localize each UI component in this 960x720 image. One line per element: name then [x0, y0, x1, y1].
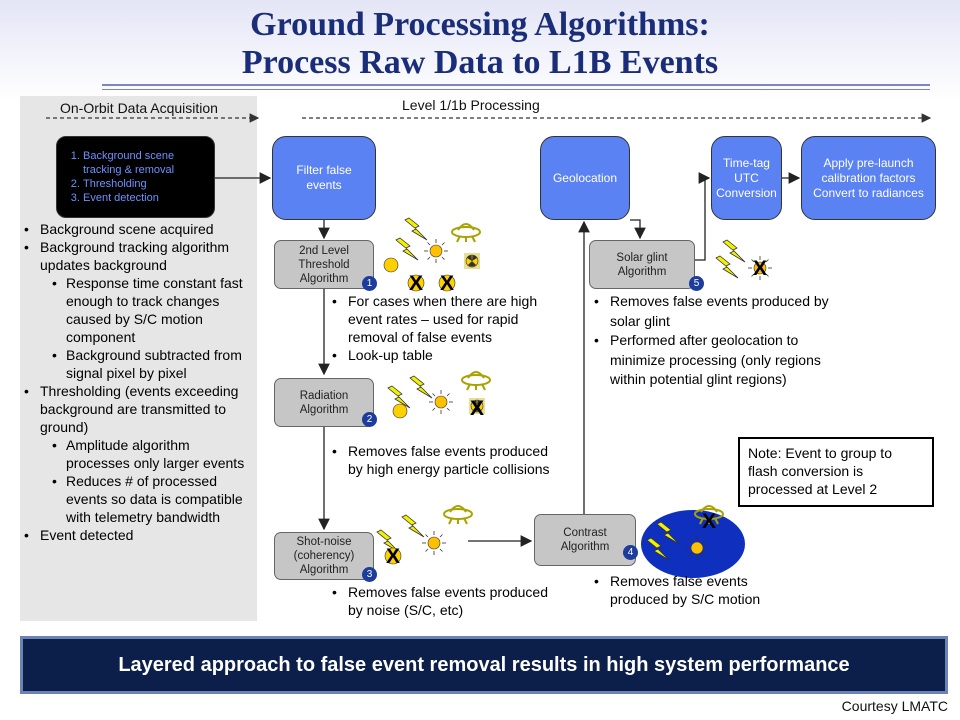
lightning-icon [401, 514, 425, 538]
shot-noise-notes: Removes false events produced by noise (… [330, 583, 560, 619]
solar-glint-notes: Removes false events produced by solar g… [592, 292, 837, 390]
step-badge-4: 4 [623, 545, 638, 560]
credit-text: Courtesy LMATC [841, 698, 948, 714]
note-subitem: Reduces # of processed events so data is… [40, 472, 254, 526]
title-rule-bottom [102, 89, 930, 90]
arrow-glint-to-timetag [695, 172, 711, 261]
reject-x-icon: X [409, 272, 423, 295]
contrast-icon-cluster [641, 505, 745, 578]
summary-banner: Layered approach to false event removal … [20, 636, 948, 694]
particle-icon [438, 274, 456, 292]
satellite-icon [443, 505, 473, 525]
note-item: Background scene acquired [22, 220, 254, 238]
threshold-algorithm-box: 2nd Level Threshold Algorithm [274, 240, 374, 289]
particle-icon [384, 547, 402, 565]
reject-x-icon: X [386, 545, 400, 568]
particle-icon [383, 257, 399, 273]
note-item: Background tracking algorithm updates ba… [22, 238, 254, 382]
on-orbit-steps-list: Background scene tracking & removal Thre… [61, 149, 210, 205]
reject-x-icon: X [470, 397, 484, 420]
note-subitem: Amplitude algorithm processes only large… [40, 436, 254, 472]
satellite-icon [461, 371, 491, 391]
sun-icon [684, 535, 710, 561]
satellite-icon [451, 223, 481, 243]
radiation-algorithm-box: Radiation Algorithm [274, 378, 374, 427]
step-badge-5: 5 [689, 276, 704, 291]
calibration-box: Apply pre-launch calibration factors Con… [801, 136, 936, 220]
particle-icon [407, 274, 425, 292]
note-item: Event detected [22, 526, 254, 544]
note-item: Performed after geolocation to minimize … [592, 331, 837, 390]
filter-false-events-box: Filter false events [272, 136, 376, 220]
page-title-line1: Ground Processing Algorithms: [250, 6, 710, 43]
on-orbit-steps-box: Background scene tracking & removal Thre… [56, 136, 215, 218]
note-text: Thresholding (events exceeding backgroun… [40, 383, 239, 435]
contrast-notes: Removes false events produced by S/C mot… [592, 572, 802, 608]
step-badge-1: 1 [362, 276, 377, 291]
step-badge-2: 2 [362, 412, 377, 427]
on-orbit-notes: Background scene acquired Background tra… [22, 220, 254, 544]
note-item: Removes false events produced by solar g… [592, 292, 837, 331]
shot-noise-algorithm-box: Shot-noise (coherency) Algorithm [274, 532, 374, 580]
sun-icon [423, 238, 449, 264]
lightning-icon [404, 217, 428, 241]
on-orbit-step: Background scene tracking & removal [83, 149, 210, 177]
note-item: Thresholding (events exceeding backgroun… [22, 382, 254, 526]
lightning-icon [409, 375, 433, 399]
reject-x-icon: X [702, 510, 716, 533]
lightning-icon [722, 239, 746, 263]
section-label-level1: Level 1/1b Processing [402, 97, 540, 113]
note-item: Removes false events produced by high en… [330, 442, 555, 478]
lightning-icon [715, 255, 739, 279]
threshold-notes: For cases when there are high event rate… [330, 292, 565, 364]
section-dashed-arrows [46, 113, 932, 123]
time-tag-box: Time-tag UTC Conversion [711, 136, 782, 220]
radiation-notes: Removes false events produced by high en… [330, 442, 555, 478]
level2-note-box: Note: Event to group to flash conversion… [738, 437, 934, 507]
page-title-line2: Process Raw Data to L1B Events [241, 44, 719, 81]
on-orbit-step: Thresholding [83, 177, 210, 191]
geolocation-box: Geolocation [540, 136, 630, 220]
note-item: Removes false events produced by noise (… [330, 583, 560, 619]
solar-glint-algorithm-box: Solar glint Algorithm [589, 240, 695, 289]
step-badge-3: 3 [362, 567, 377, 582]
radiation-icon [463, 252, 481, 270]
on-orbit-step: Event detection [83, 191, 210, 205]
lightning-icon [395, 237, 419, 261]
threshold-icon-cluster [383, 217, 481, 292]
radiation-icon-cluster [387, 371, 491, 419]
particle-icon [392, 403, 408, 419]
arrow-geolocation-to-glint [630, 219, 646, 240]
note-text: Background tracking algorithm updates ba… [40, 239, 230, 273]
section-label-on-orbit: On-Orbit Data Acquisition [60, 100, 218, 116]
reject-x-icon: X [440, 272, 454, 295]
sun-icon [421, 530, 447, 556]
note-subitem: Response time constant fast enough to tr… [40, 274, 254, 346]
note-subitem: Background subtracted from signal pixel … [40, 346, 254, 382]
shot-noise-icon-cluster [376, 505, 473, 565]
note-item: Removes false events produced by S/C mot… [592, 572, 802, 608]
note-item: Look-up table [330, 346, 565, 364]
sun-icon [428, 389, 454, 415]
reject-x-icon: X [753, 257, 767, 280]
title-rule-top [102, 84, 930, 86]
contrast-algorithm-box: Contrast Algorithm [534, 514, 636, 566]
note-item: For cases when there are high event rate… [330, 292, 565, 346]
